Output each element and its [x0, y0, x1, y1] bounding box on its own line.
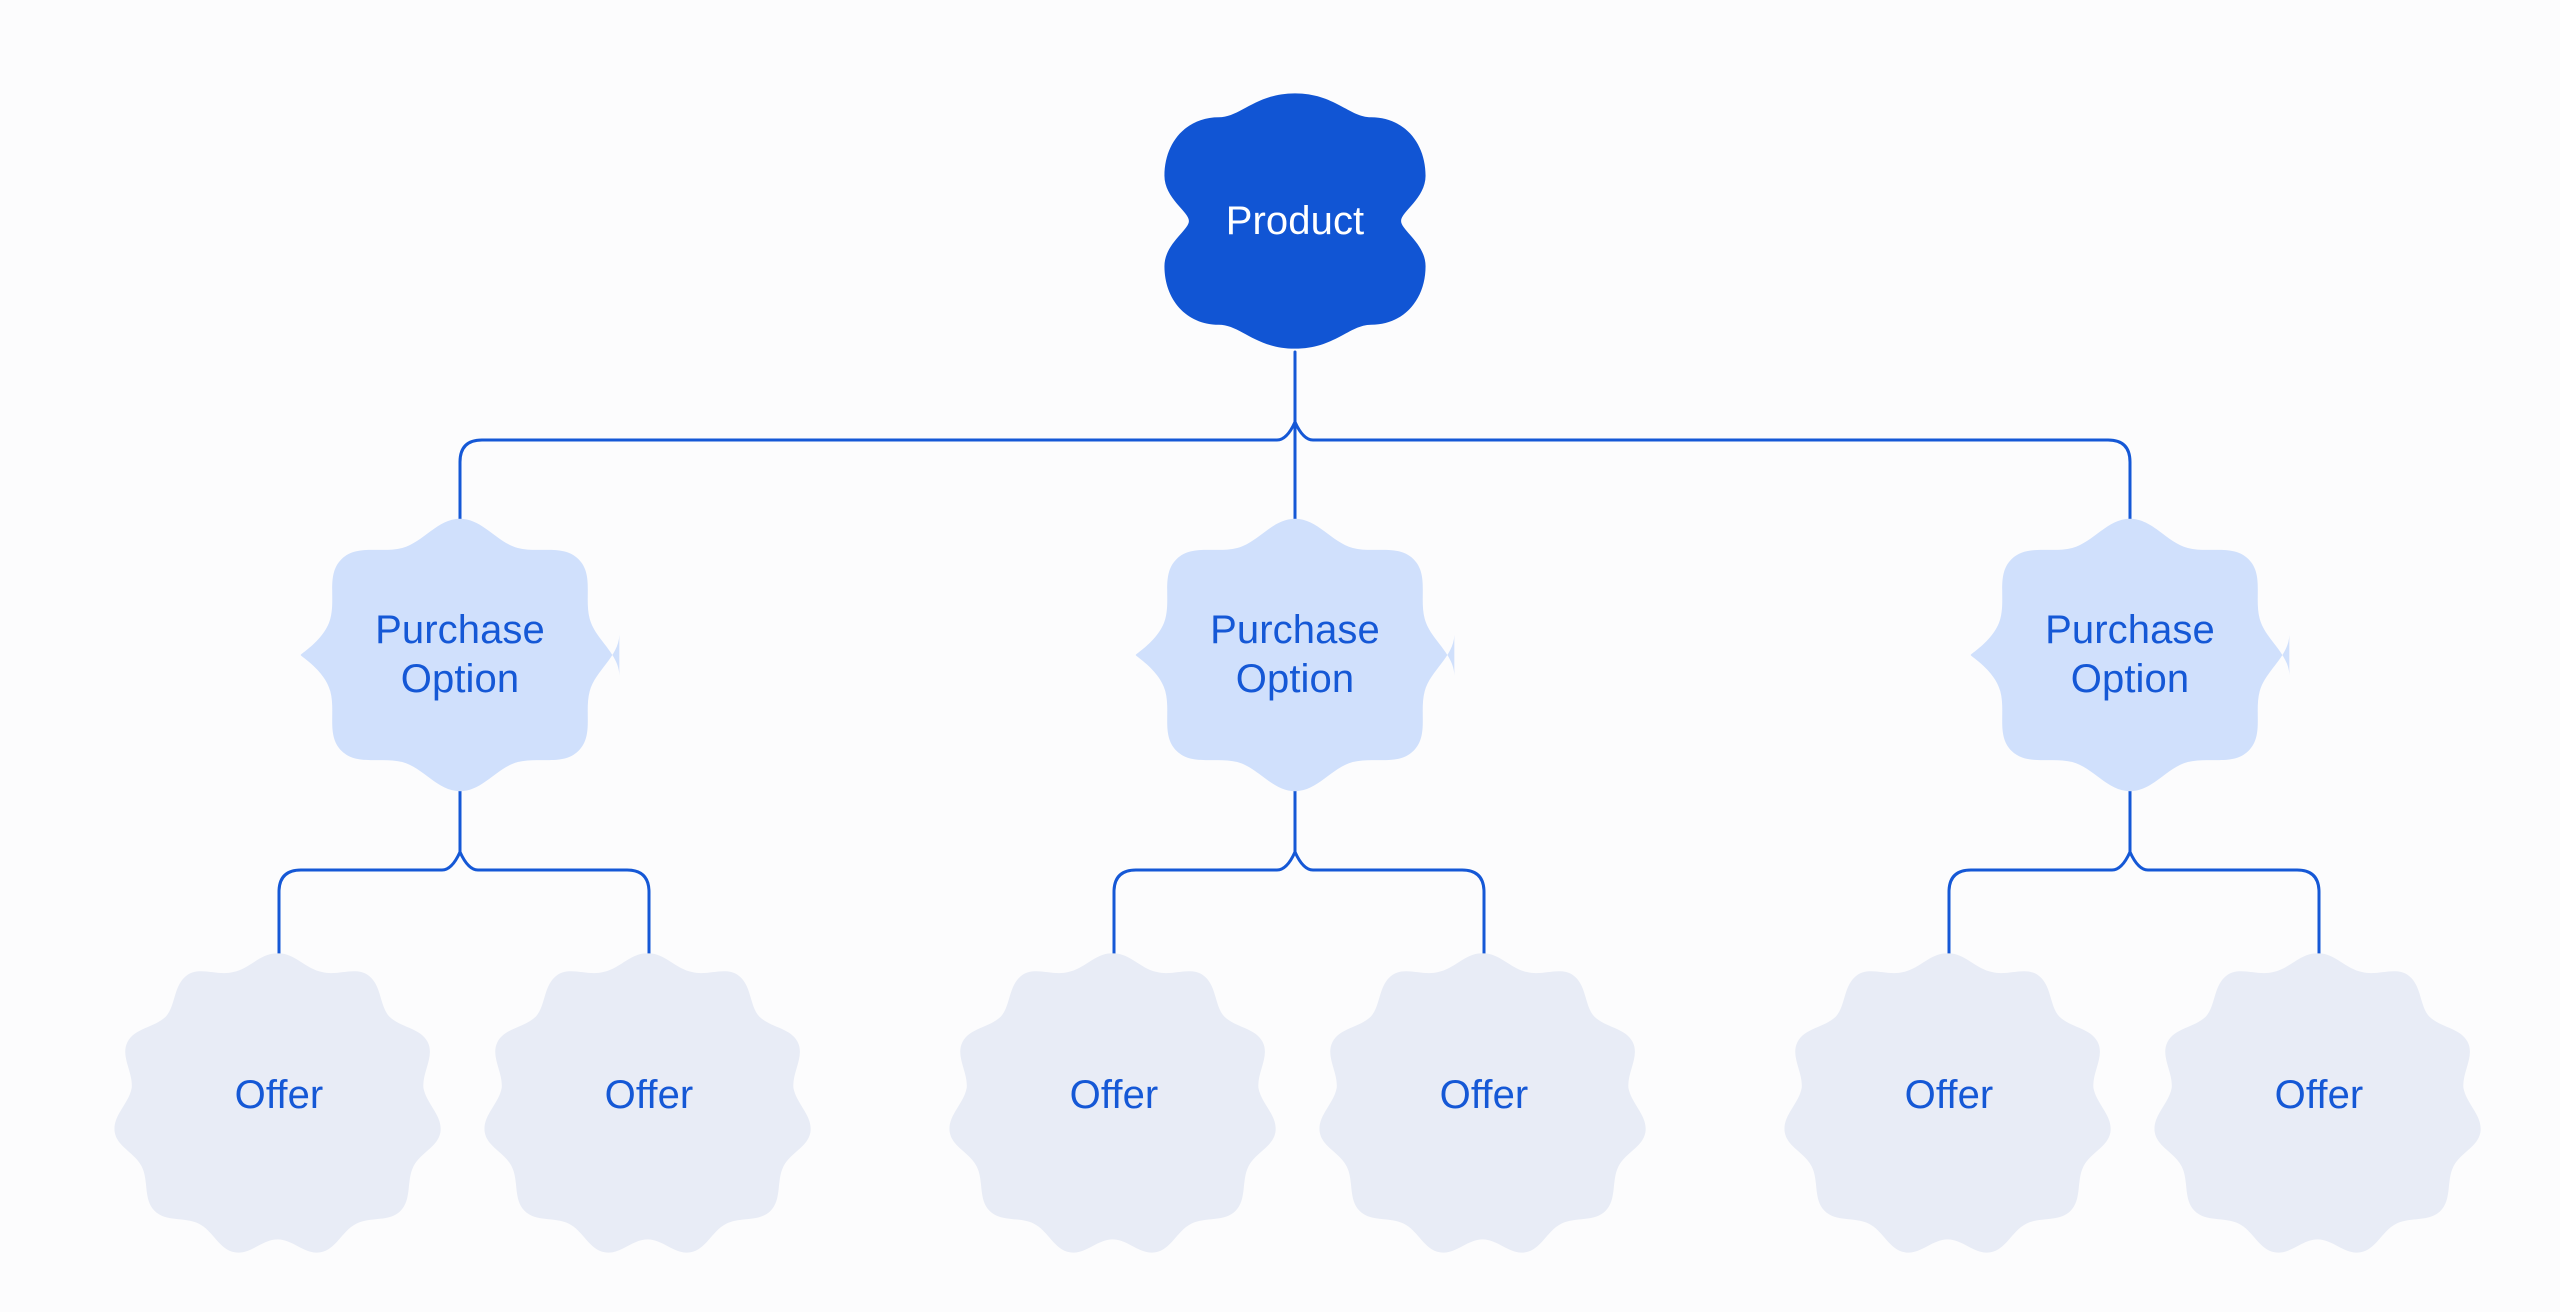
node-offer-3-1[interactable]: Offer — [1784, 952, 2111, 1253]
offer-scallop-shape — [484, 953, 811, 1253]
node-offer-2-2[interactable]: Offer — [1319, 952, 1646, 1253]
node-offer-3-2[interactable]: Offer — [2154, 952, 2481, 1253]
purchase-option-blob-shape — [1135, 518, 1455, 792]
node-offer-1-2[interactable]: Offer — [484, 952, 811, 1253]
node-purchase-option-1[interactable]: Purchase Option — [300, 516, 620, 794]
node-offer-1-1[interactable]: Offer — [114, 952, 441, 1253]
offer-scallop-shape — [949, 953, 1276, 1253]
node-offer-2-1[interactable]: Offer — [949, 952, 1276, 1253]
node-purchase-option-2[interactable]: Purchase Option — [1135, 516, 1455, 794]
offer-scallop-shape — [1784, 953, 2111, 1253]
node-purchase-option-3[interactable]: Purchase Option — [1970, 516, 2290, 794]
purchase-option-blob-shape — [300, 518, 620, 792]
offer-scallop-shape — [1319, 953, 1646, 1253]
offer-scallop-shape — [2154, 953, 2481, 1253]
product-blob-shape — [1164, 93, 1426, 349]
offer-scallop-shape — [114, 953, 441, 1253]
node-product[interactable]: Product — [1159, 88, 1431, 354]
purchase-option-blob-shape — [1970, 518, 2290, 792]
